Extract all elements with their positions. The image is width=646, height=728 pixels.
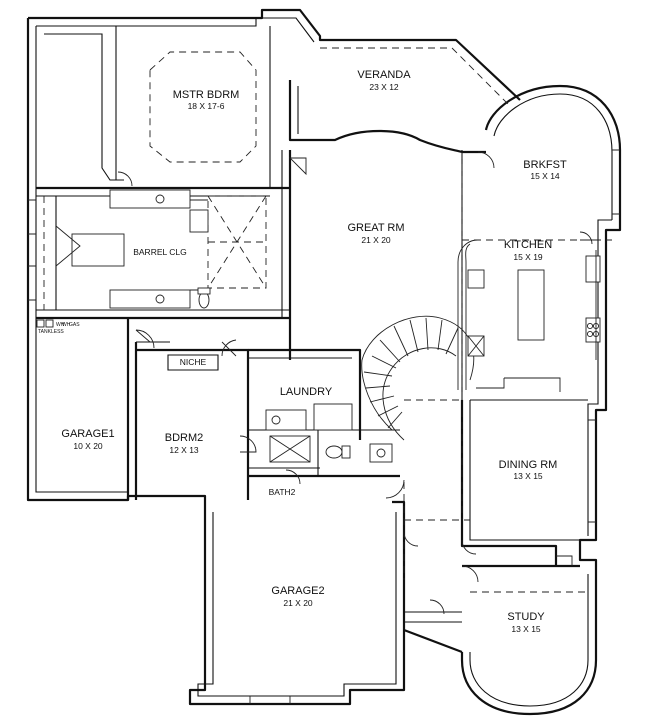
room-name-breakfast: BRKFST [523, 159, 567, 171]
room-name-bedroom2: BDRM2 [165, 432, 204, 444]
dashed-lines [43, 47, 612, 593]
room-size-great-room: 21 X 20 [361, 235, 391, 245]
room-size-garage2: 21 X 20 [283, 598, 313, 608]
wh-label-a: WH [56, 322, 65, 328]
exterior-walls [26, 8, 622, 716]
windows [28, 149, 620, 704]
room-name-great-room: GREAT RM [347, 222, 404, 234]
room-name-study: STUDY [507, 611, 545, 623]
room-name-laundry: LAUNDRY [280, 386, 333, 398]
room-name-bath2: BATH2 [269, 487, 296, 497]
room-name-garage1: GARAGE1 [61, 428, 114, 440]
ceiling-feature [207, 195, 267, 289]
tankless-label: TANKLESS [38, 329, 64, 335]
door-swings [117, 151, 593, 615]
master-bath-fixtures [55, 189, 211, 309]
room-name-master-bedroom: MSTR BDRM [173, 89, 240, 101]
room-name-dining-room: DINING RM [499, 459, 558, 471]
room-size-bedroom2: 12 X 13 [169, 445, 199, 455]
wh-label-b: WH [62, 322, 71, 328]
room-size-garage1: 10 X 20 [73, 441, 103, 451]
room-size-dining-room: 13 X 15 [513, 471, 543, 481]
room-name-veranda: VERANDA [357, 69, 411, 81]
niche-label: NICHE [180, 357, 207, 367]
room-size-study: 13 X 15 [511, 624, 541, 634]
water-heater-a [36, 319, 45, 328]
water-heater-b [45, 319, 54, 328]
room-name-kitchen: KITCHEN [504, 239, 552, 251]
gas-label: GAS [69, 322, 80, 328]
staircase [361, 315, 475, 441]
room-size-master-bedroom: 18 X 17-6 [188, 101, 225, 111]
room-size-breakfast: 15 X 14 [530, 171, 560, 181]
room-size-kitchen: 15 X 19 [513, 252, 543, 262]
room-labels: MSTR BDRM 18 X 17-6 VERANDA 23 X 12 BRKF… [36, 69, 567, 634]
room-name-garage2: GARAGE2 [271, 585, 324, 597]
laundry-fixtures [265, 403, 393, 463]
barrel-ceiling-label: BARREL CLG [133, 247, 187, 257]
kitchen-fixtures [457, 239, 601, 392]
room-size-veranda: 23 X 12 [369, 82, 399, 92]
